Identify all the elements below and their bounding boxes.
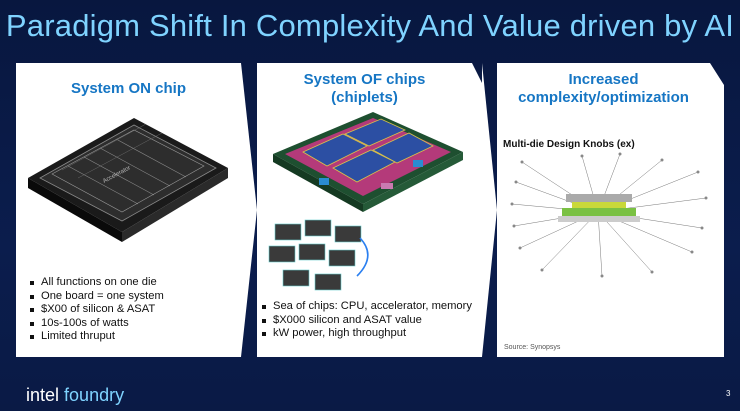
source-note: Source: Synopsys bbox=[504, 344, 561, 351]
panel-1-heading: System ON chip bbox=[70, 80, 187, 97]
chevron-arrow-1 bbox=[241, 63, 257, 357]
bullet-item: Limited thruput bbox=[30, 330, 164, 344]
bullet-item: Sea of chips: CPU, accelerator, memory bbox=[262, 300, 472, 314]
page-number: 3 bbox=[726, 389, 731, 398]
bullet-item: All functions on one die bbox=[30, 276, 164, 290]
bullet-item: 10s-100s of watts bbox=[30, 317, 164, 331]
panel-2-heading-line1: System OF chips bbox=[303, 71, 426, 88]
panel-system-of-chips bbox=[257, 63, 482, 357]
chiplet-array-image bbox=[268, 219, 369, 291]
panel-3-heading-line2: complexity/optimization bbox=[518, 89, 689, 106]
design-knobs-title: Multi-die Design Knobs (ex) bbox=[503, 139, 635, 150]
logo-word-intel: intel bbox=[26, 385, 60, 405]
bullet-item: $X000 silicon and ASAT value bbox=[262, 314, 472, 328]
intel-foundry-logo: intel foundry bbox=[26, 385, 124, 406]
design-knobs-diagram bbox=[510, 152, 708, 278]
bullet-item: kW power, high throughput bbox=[262, 327, 472, 341]
logo-word-foundry: foundry bbox=[64, 385, 125, 405]
chiplet-package-image bbox=[273, 112, 463, 212]
panel-1-bullets: All functions on one die One board = one… bbox=[30, 276, 164, 344]
slide-title: Paradigm Shift In Complexity And Value d… bbox=[5, 8, 735, 43]
panel-2-bullets: Sea of chips: CPU, accelerator, memory $… bbox=[262, 300, 472, 341]
panel-2-heading-line2: (chiplets) bbox=[331, 89, 398, 106]
panel-3-heading-line1: Increased bbox=[568, 71, 639, 88]
panel-2-heading: System OF chips (chiplets) bbox=[257, 71, 472, 107]
panel-3-heading: Increased complexity/optimization bbox=[497, 71, 710, 107]
bullet-item: $X00 of silicon & ASAT bbox=[30, 303, 164, 317]
chevron-arrow-2 bbox=[482, 63, 497, 357]
soc-die-image: Accelerator bbox=[28, 118, 228, 242]
bullet-item: One board = one system bbox=[30, 290, 164, 304]
